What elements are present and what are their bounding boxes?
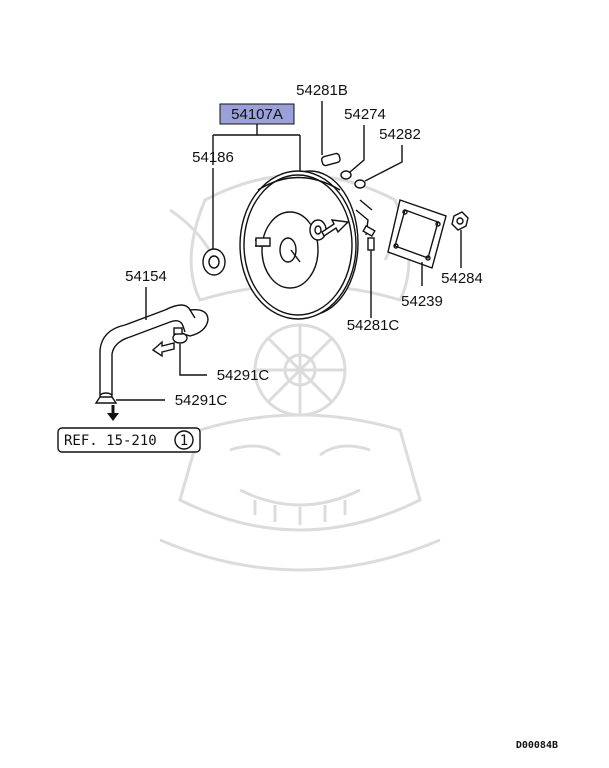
flow-arrow-booster [321, 219, 350, 238]
booster-assembly-callout[interactable]: 54107A [219, 103, 295, 125]
clip-upper-leader [179, 344, 207, 376]
ring-2-label[interactable]: 54282 [379, 126, 421, 143]
ring-1-leader [349, 125, 365, 173]
booster-assembly-label: 54107A [231, 106, 283, 123]
reference-circle-number: 1 [180, 433, 188, 449]
reference-link[interactable]: REF. 15-210 1 [57, 427, 201, 453]
gasket-part [387, 199, 447, 269]
booster-assembly-bracket [212, 124, 301, 175]
clip-upper-part [172, 327, 188, 344]
clip-upper-label[interactable]: 54291C [217, 367, 270, 384]
brake-booster [239, 170, 359, 320]
flow-arrow-hose [151, 340, 175, 358]
seal-ring [202, 248, 226, 276]
down-arrow-icon [107, 405, 119, 421]
seal-label[interactable]: 54186 [192, 149, 234, 166]
vacuum-hose-part [99, 304, 209, 400]
ring-1-label[interactable]: 54274 [344, 106, 386, 123]
ring-1-part [340, 170, 352, 180]
nut-label[interactable]: 54284 [441, 270, 483, 287]
drawing-code: D00084B [516, 740, 558, 751]
clip-lower-part [94, 396, 118, 404]
reference-text: REF. 15-210 [64, 433, 157, 449]
ring-2-part [354, 179, 366, 189]
ring-2-leader [364, 145, 403, 182]
nut-part [451, 211, 469, 231]
gasket-label[interactable]: 54239 [401, 293, 443, 310]
booster-mounting [355, 199, 376, 251]
vacuum-hose-label[interactable]: 54154 [125, 268, 167, 285]
pin-part [320, 152, 341, 167]
pin-label[interactable]: 54281B [296, 82, 348, 99]
clevis-pin-label[interactable]: 54281C [347, 317, 400, 334]
clip-lower-label[interactable]: 54291C [175, 392, 228, 409]
